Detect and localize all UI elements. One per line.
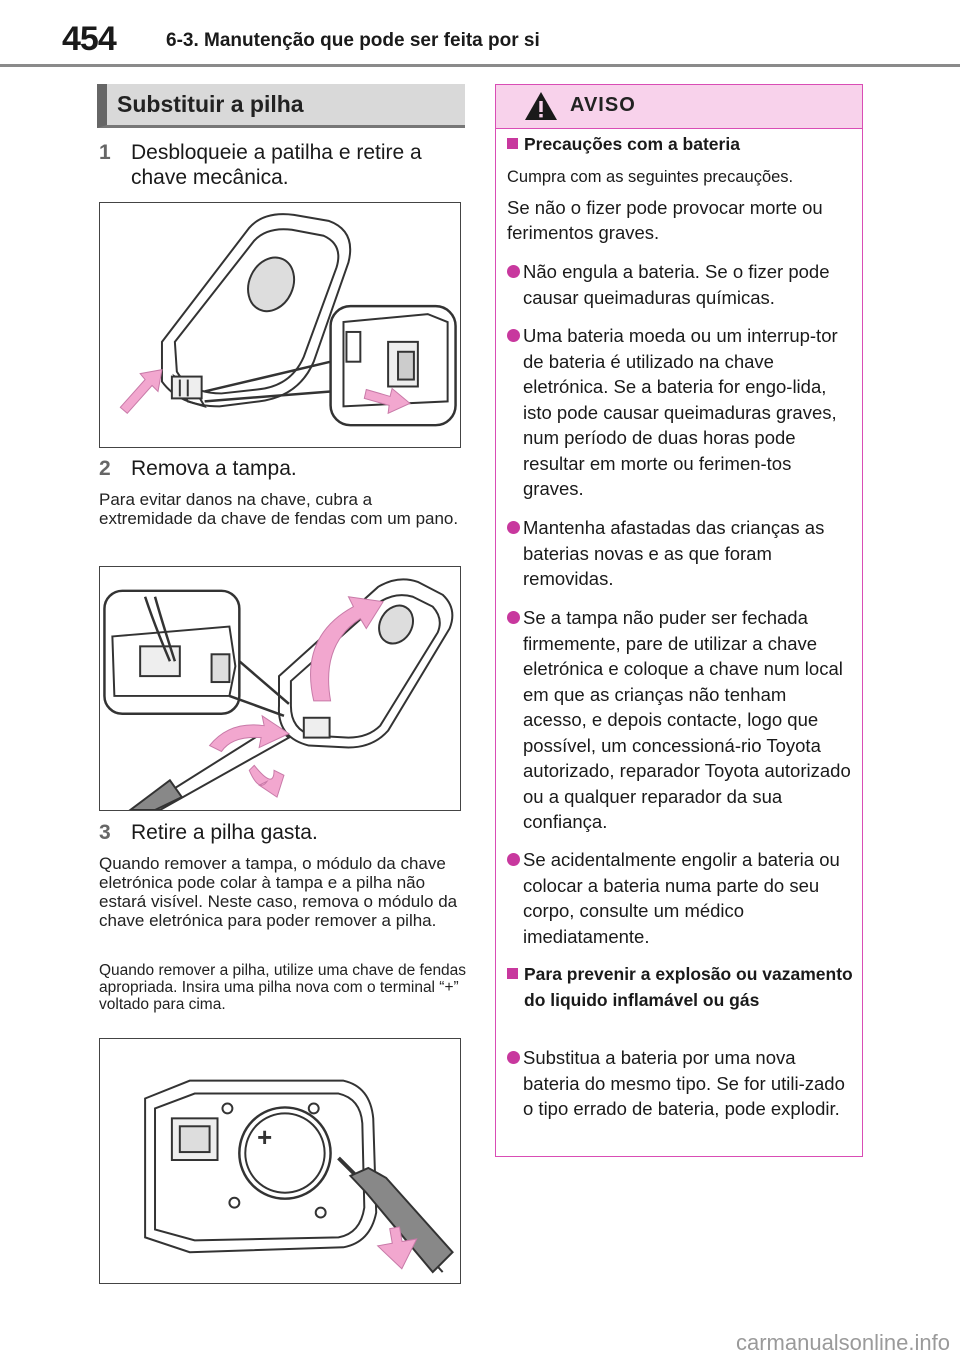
note-step-2: Para evitar danos na chave, cubra a extr… [99, 490, 459, 528]
bullet-text: Uma bateria moeda ou um interrup-tor de … [523, 325, 838, 499]
step-number: 3 [99, 821, 111, 844]
round-bullet-icon [507, 329, 520, 342]
square-bullet-icon [507, 968, 518, 979]
step-1: 1 Desbloqueie a patilha e retire a chave… [99, 140, 469, 190]
bullet-text: Mantenha afastadas das crianças as bater… [523, 517, 825, 589]
warning-intro-1: Cumpra com as seguintes precauções. [507, 168, 794, 186]
figure-replace-battery: + [99, 1038, 461, 1284]
warning-triangle-icon [525, 92, 557, 120]
warning-bullet: Se acidentalmente engolir a bateria ou c… [507, 847, 852, 949]
round-bullet-icon [507, 611, 520, 624]
round-bullet-icon [507, 1051, 520, 1064]
bullet-text: Não engula a bateria. Se o fizer pode ca… [523, 261, 830, 308]
remove-cover-illustration [103, 578, 454, 810]
step-text: Desbloqueie a patilha e retire a chave m… [131, 141, 422, 189]
warning-section-heading-1: Precauções com a bateria [507, 131, 852, 157]
step-3: 3 Retire a pilha gasta. [99, 820, 469, 845]
warning-title: AVISO [570, 94, 636, 116]
warning-header: AVISO [496, 85, 862, 129]
warning-section-heading-2: Para prevenir a explosão ou vazamento do… [507, 961, 869, 1013]
warning-box: AVISO Precauções com a bateria Cumpra co… [495, 84, 863, 1157]
note-step-3a: Quando remover a tampa, o módulo da chav… [99, 854, 458, 930]
square-bullet-icon [507, 138, 518, 149]
replace-battery-illustration: + [144, 1079, 454, 1274]
chapter-title: 6-3. Manutenção que pode ser feita por s… [166, 30, 540, 51]
warning-bullet: Substitua a bateria por uma nova bateria… [507, 1045, 852, 1122]
figure-unlock-key [99, 202, 461, 448]
step-text: Retire a pilha gasta. [131, 821, 318, 844]
round-bullet-icon [507, 853, 520, 866]
heading-text: Para prevenir a explosão ou vazamento do… [524, 964, 853, 1010]
round-bullet-icon [507, 521, 520, 534]
bullet-text: Se a tampa não puder ser fechada firmeme… [523, 607, 851, 832]
warning-intro-2: Se não o fizer pode provocar morte ou fe… [507, 197, 823, 243]
page-number: 454 [62, 20, 117, 58]
section-heading: Substituir a pilha [97, 84, 465, 128]
warning-bullet: Não engula a bateria. Se o fizer pode ca… [507, 259, 852, 310]
section-heading-text: Substituir a pilha [117, 91, 304, 117]
bullet-text: Se acidentalmente engolir a bateria ou c… [523, 849, 840, 947]
step-2: 2 Remova a tampa. [99, 456, 469, 481]
watermark: carmanualsonline.info [735, 1330, 950, 1355]
bullet-text: Substitua a bateria por uma nova bateria… [523, 1047, 845, 1119]
warning-bullet: Uma bateria moeda ou um interrup-tor de … [507, 323, 852, 502]
step-number: 1 [99, 141, 111, 164]
key-unlock-illustration [119, 213, 457, 427]
step-text: Remova a tampa. [131, 457, 297, 480]
note-step-3b: Quando remover a pilha, utilize uma chav… [99, 962, 467, 1013]
battery-plus-label: + [257, 1124, 272, 1152]
warning-bullet: Se a tampa não puder ser fechada firmeme… [507, 605, 852, 835]
step-number: 2 [99, 457, 111, 480]
figure-remove-cover [99, 566, 461, 811]
round-bullet-icon [507, 265, 520, 278]
header-rule [0, 64, 960, 67]
heading-text: Precauções com a bateria [524, 134, 740, 154]
warning-bullet: Mantenha afastadas das crianças as bater… [507, 515, 852, 592]
